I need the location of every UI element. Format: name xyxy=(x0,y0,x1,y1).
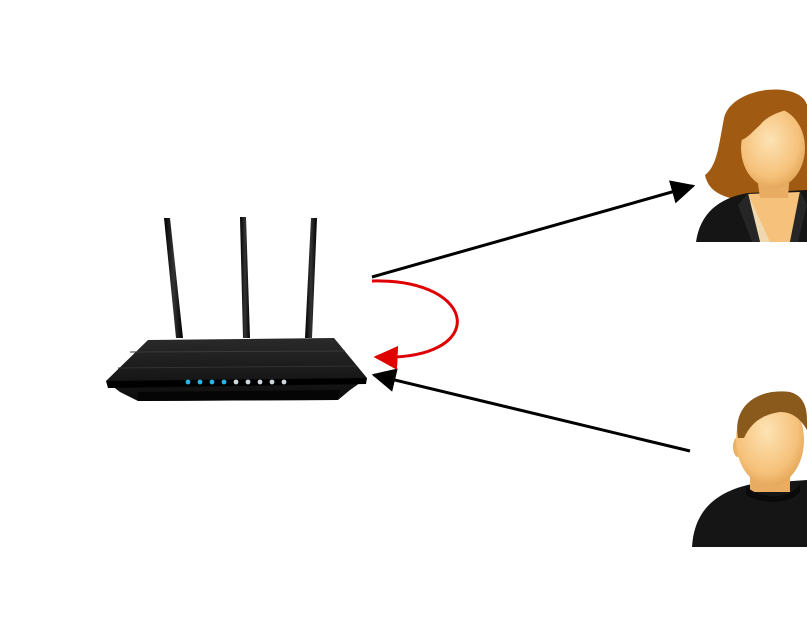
router-led xyxy=(185,379,191,385)
red-loop-arrow xyxy=(371,279,459,370)
router-led xyxy=(221,379,227,385)
arrow-router-to-top-user xyxy=(371,180,696,279)
router-led xyxy=(197,379,203,385)
arrow-bottom-user-to-router xyxy=(371,368,691,453)
router-status-leds xyxy=(185,379,287,385)
man-icon xyxy=(692,391,807,547)
router-led xyxy=(209,379,215,385)
router-led xyxy=(281,379,287,385)
router-led xyxy=(233,379,239,385)
router-led xyxy=(257,379,263,385)
router-led xyxy=(269,379,275,385)
router-led xyxy=(245,379,251,385)
router-antennas xyxy=(164,217,317,338)
woman-icon xyxy=(696,89,807,242)
router-icon xyxy=(106,217,367,401)
